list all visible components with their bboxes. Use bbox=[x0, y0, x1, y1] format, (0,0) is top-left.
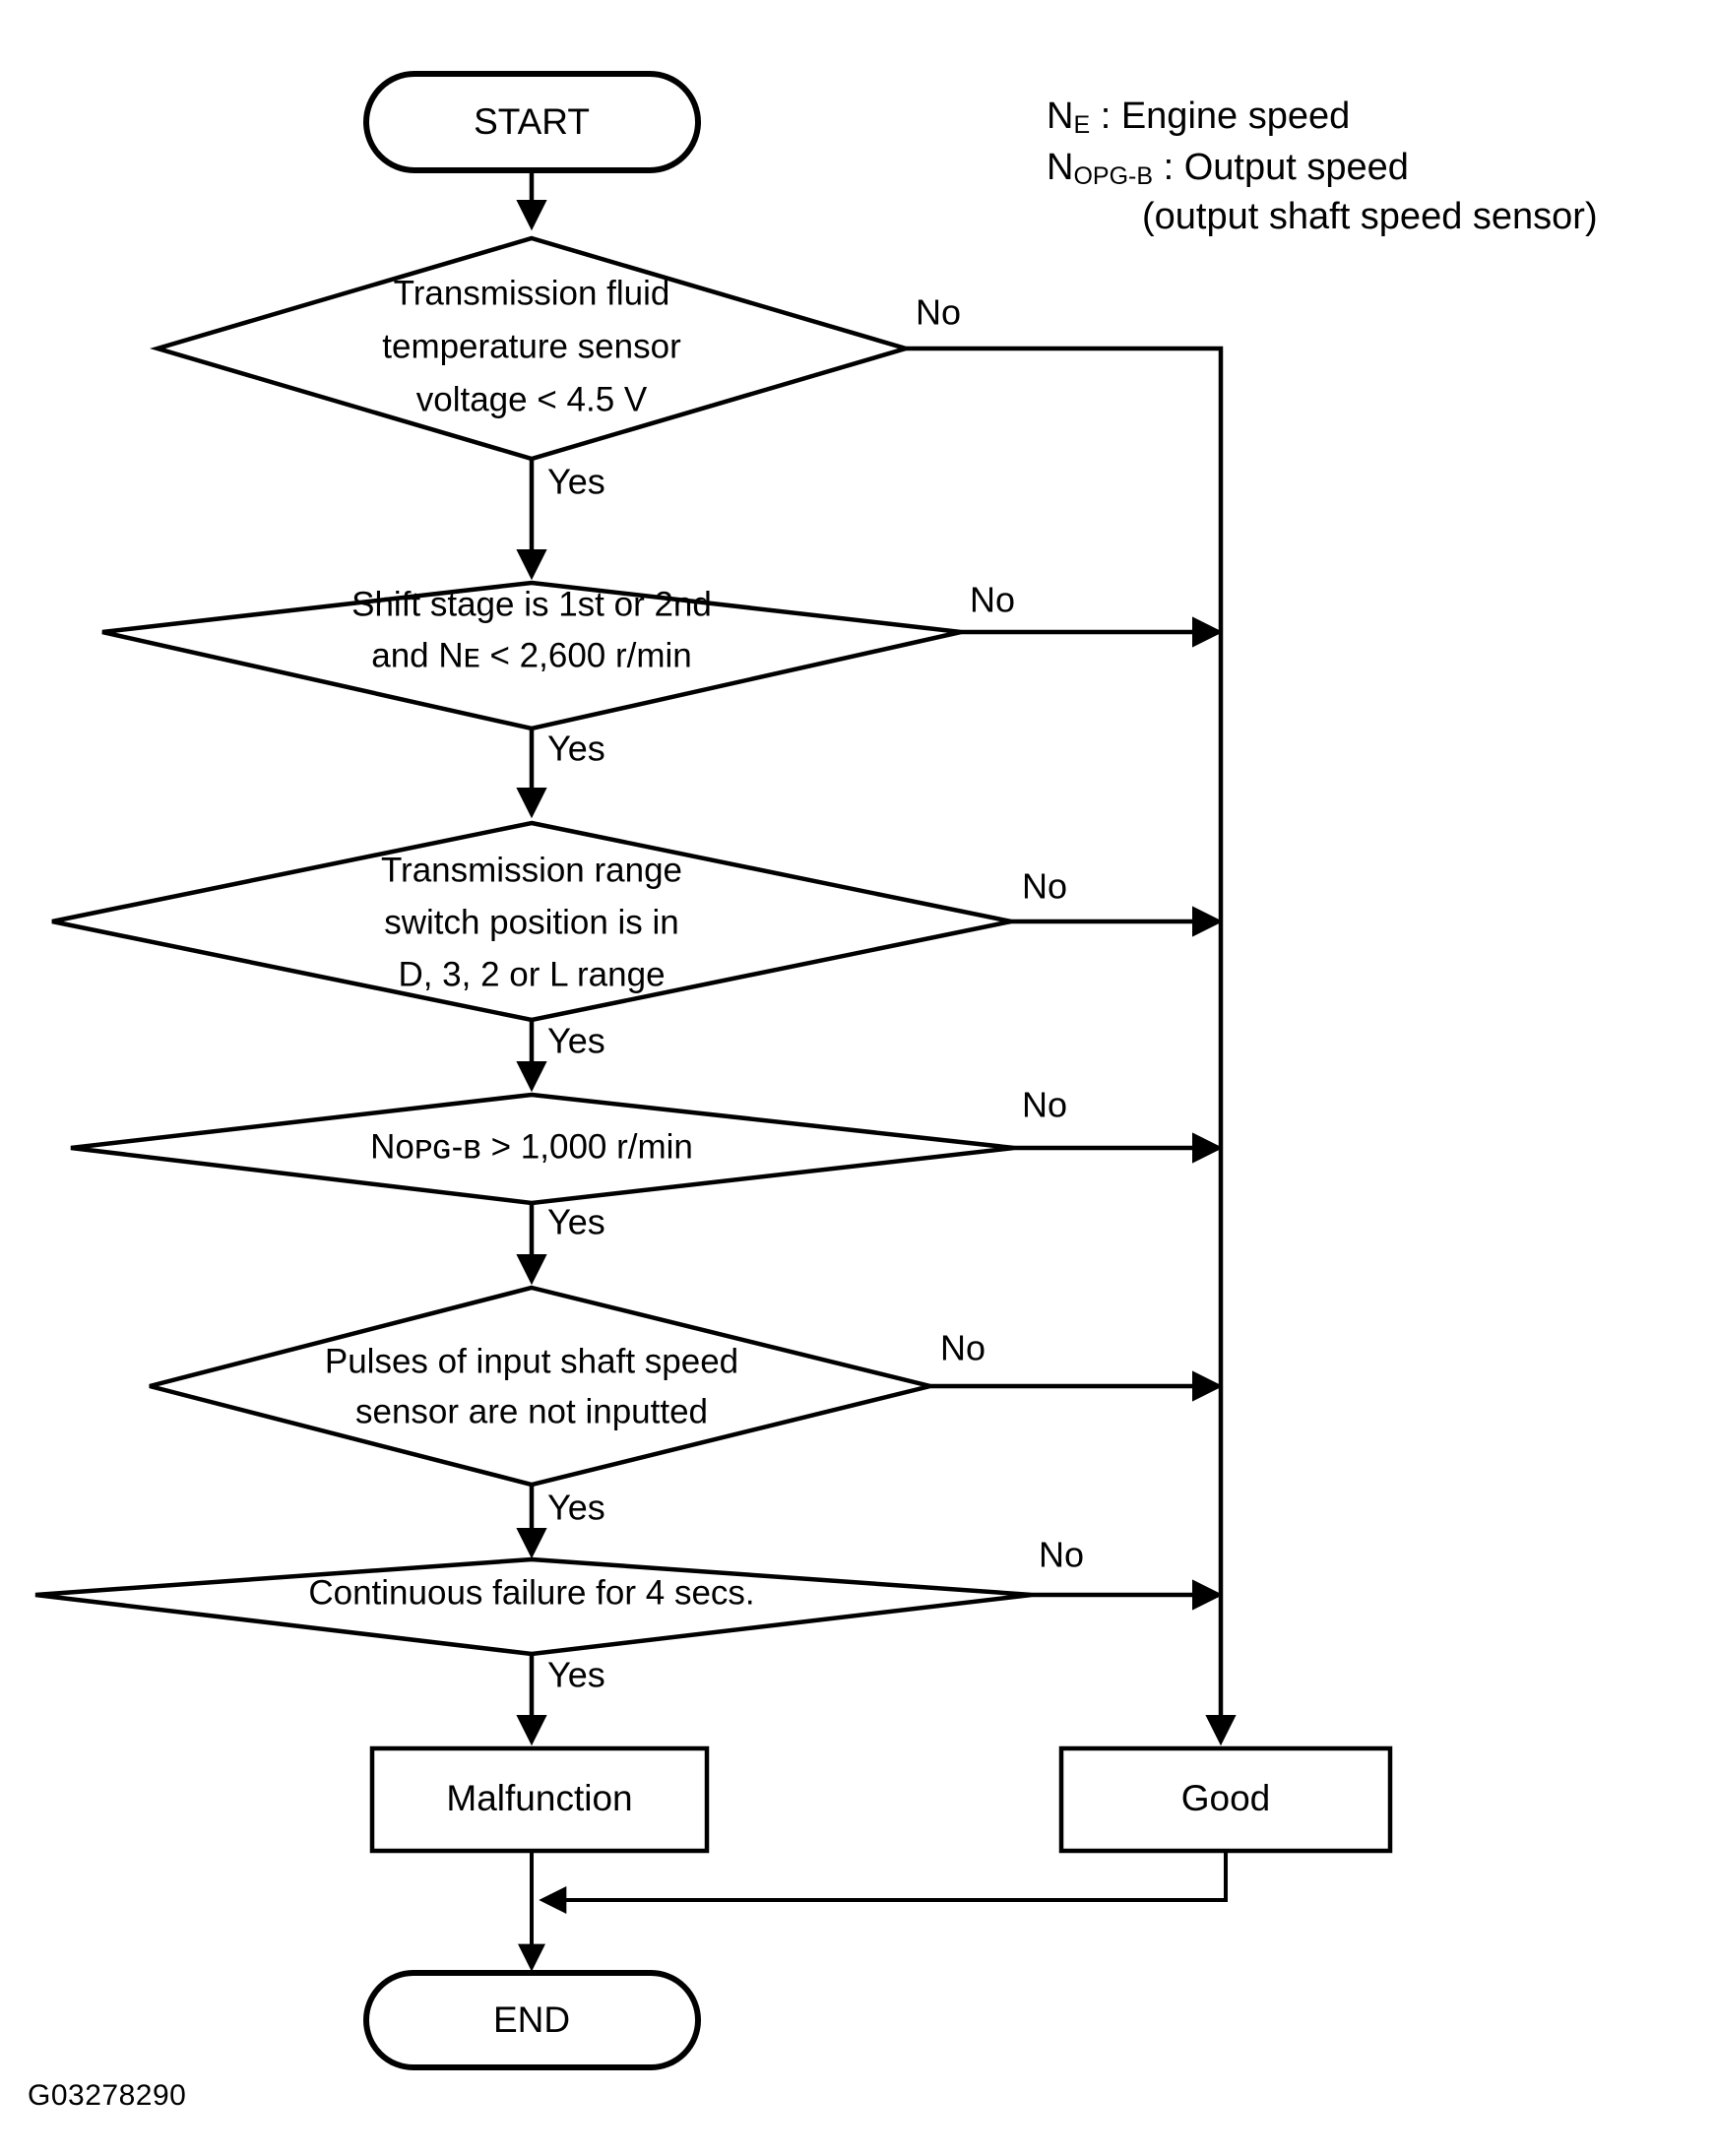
decision-5-line-1: Pulses of input shaft speed bbox=[325, 1342, 738, 1380]
decision-continuous-failure: Continuous failure for 4 secs. bbox=[34, 1556, 1033, 1657]
decision-5-line-2: sensor are not inputted bbox=[355, 1392, 708, 1430]
legend-line-2: NOPG-B : Output speed bbox=[1047, 147, 1409, 190]
decision-6-line-1: Continuous failure for 4 secs. bbox=[308, 1573, 754, 1612]
legend-desc-2: Output speed bbox=[1184, 147, 1409, 188]
decision-input-shaft-pulses: Pulses of input shaft speed sensor are n… bbox=[149, 1285, 931, 1488]
decision-1-line-3: voltage < 4.5 V bbox=[416, 380, 648, 418]
edge-label-d2-yes: Yes bbox=[547, 729, 605, 769]
result-malfunction-label: Malfunction bbox=[446, 1778, 632, 1818]
decision-4-line-1: Nᴏᴘɢ-ʙ > 1,000 r/min bbox=[370, 1127, 693, 1166]
legend-line-1: NE : Engine speed bbox=[1047, 95, 1350, 139]
edge-label-d6-yes: Yes bbox=[547, 1655, 605, 1695]
edge-label-d6-no: No bbox=[1039, 1535, 1084, 1575]
edge-label-d3-yes: Yes bbox=[547, 1021, 605, 1061]
terminal-start-label: START bbox=[474, 101, 590, 142]
decision-1-line-2: temperature sensor bbox=[382, 327, 681, 365]
result-good: Good bbox=[1058, 1745, 1393, 1854]
legend-symbol-ne: N bbox=[1047, 95, 1073, 137]
edge-label-d4-yes: Yes bbox=[547, 1202, 605, 1242]
edge-label-d1-no: No bbox=[916, 292, 961, 333]
connector-good-merge bbox=[539, 1851, 1228, 1914]
result-good-label: Good bbox=[1181, 1778, 1271, 1818]
edge-label-d5-no: No bbox=[940, 1328, 985, 1368]
decision-1-line-1: Transmission fluid bbox=[394, 274, 670, 312]
terminal-end: END bbox=[363, 1970, 701, 2070]
decision-output-speed-threshold: Nᴏᴘɢ-ʙ > 1,000 r/min bbox=[70, 1092, 1015, 1206]
legend-symbol-nopgb: N bbox=[1047, 147, 1073, 188]
decision-3-line-1: Transmission range bbox=[381, 851, 682, 889]
legend-line-3: (output shaft speed sensor) bbox=[1142, 196, 1598, 237]
edge-label-d4-no: No bbox=[1022, 1085, 1067, 1125]
terminal-start: START bbox=[363, 71, 701, 173]
edge-label-d3-no: No bbox=[1022, 866, 1067, 907]
decision-3-line-3: D, 3, 2 or L range bbox=[398, 955, 665, 993]
legend-desc-1: Engine speed bbox=[1121, 95, 1350, 137]
decision-2-line-2: and Nᴇ < 2,600 r/min bbox=[371, 636, 692, 674]
decision-fluid-temp-voltage: Transmission fluid temperature sensor vo… bbox=[150, 235, 914, 462]
legend: NE : Engine speed NOPG-B : Output speed … bbox=[1047, 95, 1598, 237]
legend-sep-2: : bbox=[1153, 147, 1184, 188]
legend-subscript-ne: E bbox=[1073, 111, 1090, 139]
edge-label-d5-yes: Yes bbox=[547, 1488, 605, 1528]
figure-code: G03278290 bbox=[28, 2079, 186, 2112]
result-malfunction: Malfunction bbox=[369, 1745, 710, 1854]
decision-2-line-1: Shift stage is 1st or 2nd bbox=[351, 585, 712, 623]
terminal-end-label: END bbox=[493, 1999, 570, 2040]
edge-label-d2-no: No bbox=[970, 580, 1015, 620]
legend-sep-1: : bbox=[1090, 95, 1121, 137]
edge-label-d1-yes: Yes bbox=[547, 462, 605, 502]
legend-subscript-nopgb: OPG-B bbox=[1073, 162, 1153, 190]
decision-3-line-2: switch position is in bbox=[384, 903, 679, 941]
decision-shift-stage-engine-speed: Shift stage is 1st or 2nd and Nᴇ < 2,600… bbox=[101, 580, 962, 731]
decision-range-switch-position: Transmission range switch position is in… bbox=[51, 820, 1012, 1023]
connector-d1-no-trunk bbox=[906, 346, 1237, 1746]
